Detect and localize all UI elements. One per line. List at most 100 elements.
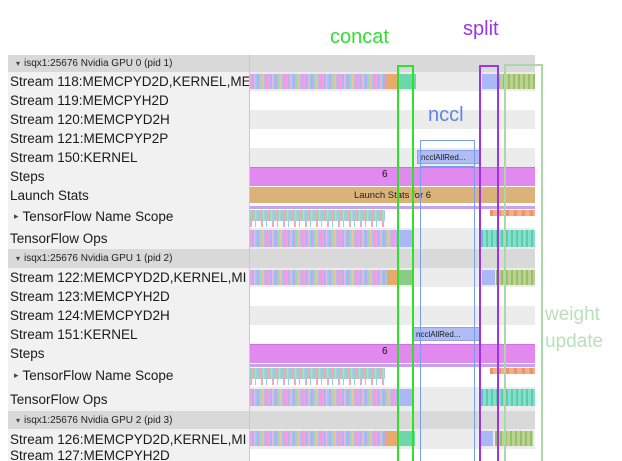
memcpy-event-bar[interactable] (387, 270, 399, 285)
ops-split-event[interactable] (400, 389, 413, 406)
name-scope-strip-bar[interactable] (250, 206, 535, 209)
weight-update-annotation-box (504, 64, 543, 461)
memcpy-event-bar[interactable] (385, 431, 400, 446)
split-event-bar[interactable] (482, 270, 495, 285)
stream-127-label[interactable]: Stream 127:MEMCPYH2D (8, 449, 250, 461)
concat-event-bar[interactable] (399, 270, 412, 285)
steps-label[interactable]: Steps (8, 344, 250, 363)
name-scope-nested-events[interactable] (250, 221, 385, 227)
collapse-triangle-icon[interactable]: ▾ (16, 59, 21, 68)
collapse-triangle-icon[interactable]: ▾ (16, 254, 21, 263)
launch-stats-track: Launch Stats for 6 (250, 186, 535, 205)
row-label-text: Stream 120:MEMCPYD2H (10, 112, 170, 127)
stream-123-label[interactable]: Stream 123:MEMCPYH2D (8, 287, 250, 306)
row-label-text: Stream 118:MEMCPYD2D,KERNEL,ME (10, 74, 250, 89)
stream-151-label[interactable]: Stream 151:KERNEL (8, 325, 250, 344)
name-scope-strip-bar[interactable] (250, 364, 535, 367)
kernel-events-bar[interactable] (250, 431, 385, 446)
memcpy-event-bar[interactable] (385, 74, 400, 89)
stream-151-track: ncclAllRed... (250, 325, 535, 344)
tf-ops-label[interactable]: TensorFlow Ops (8, 387, 250, 411)
ops-split-event[interactable] (400, 230, 413, 247)
row-label-text: Steps (10, 346, 45, 361)
nccl-annotation-box (420, 140, 475, 461)
name-scope-events-bar[interactable] (250, 368, 385, 379)
stream-127-row: Stream 127:MEMCPYH2D (0, 449, 622, 461)
stream-123-track (250, 287, 535, 306)
expand-triangle-icon[interactable]: ▸ (14, 369, 19, 380)
stream-120-label[interactable]: Stream 120:MEMCPYD2H (8, 110, 250, 129)
kernel-events-bar[interactable] (250, 74, 385, 89)
steps-label[interactable]: Steps (8, 167, 250, 186)
stream-124-row: Stream 124:MEMCPYD2H (0, 306, 622, 325)
stream-120-row: Stream 120:MEMCPYD2H (0, 110, 622, 129)
stream-121-row: Stream 121:MEMCPYP2P (0, 129, 622, 148)
tf-ops-track (250, 228, 535, 249)
stream-121-label[interactable]: Stream 121:MEMCPYP2P (8, 129, 250, 148)
stream-123-row: Stream 123:MEMCPYH2D (0, 287, 622, 306)
weight-update-line2: update (545, 331, 604, 352)
stream-118-row: Stream 118:MEMCPYD2D,KERNEL,ME (0, 72, 622, 91)
gpu0-section-header[interactable]: ▾ isqx1:25676 Nvidia GPU 0 (pid 1) (8, 55, 535, 73)
row-label-text: Stream 124:MEMCPYD2H (10, 308, 170, 323)
collapse-triangle-icon[interactable]: ▾ (16, 415, 21, 425)
step-number: 6 (382, 346, 388, 357)
steps-track: 6 (250, 167, 535, 186)
nccl-annotation-label: nccl (428, 104, 464, 126)
tf-ops-row-gpu0: TensorFlow Ops (0, 228, 622, 249)
ops-events-bar[interactable] (250, 230, 400, 247)
stream-150-row: Stream 150:KERNEL ncclAllRed... (0, 148, 622, 167)
row-label-text: TensorFlow Ops (10, 391, 108, 407)
concat-event-bar[interactable] (400, 431, 415, 446)
launch-stats-bar[interactable]: Launch Stats for 6 (250, 187, 535, 203)
row-label-text: Stream 119:MEMCPYH2D (10, 93, 169, 108)
split-annotation-box (479, 65, 499, 461)
stream-118-label[interactable]: Stream 118:MEMCPYD2D,KERNEL,ME (8, 72, 250, 91)
name-scope-row-gpu1: ▸ TensorFlow Name Scope (0, 363, 622, 387)
step-6-bar[interactable] (250, 167, 535, 186)
split-event-bar[interactable] (482, 74, 497, 89)
name-scope-row-gpu0: ▸ TensorFlow Name Scope (0, 205, 622, 228)
stream-124-label[interactable]: Stream 124:MEMCPYD2H (8, 306, 250, 325)
stream-120-track (250, 110, 535, 129)
stream-126-label[interactable]: Stream 126:MEMCPYD2D,KERNEL,MI (8, 429, 250, 449)
concat-annotation-box (397, 65, 414, 461)
stream-126-track (250, 429, 535, 449)
stream-151-row: Stream 151:KERNEL ncclAllRed... (0, 325, 622, 344)
row-label-text: Stream 122:MEMCPYD2D,KERNEL,MI (10, 270, 247, 285)
gpu2-header-label: isqx1:25676 Nvidia GPU 2 (pid 3) (24, 414, 173, 426)
stream-150-label[interactable]: Stream 150:KERNEL (8, 148, 250, 167)
expand-triangle-icon[interactable]: ▸ (14, 211, 19, 221)
stream-119-label[interactable]: Stream 119:MEMCPYH2D (8, 91, 250, 110)
row-label-text: Steps (10, 169, 45, 184)
kernel-events-bar[interactable] (250, 270, 387, 285)
weight-update-events-bar[interactable] (498, 74, 535, 89)
name-scope-nested-events[interactable] (250, 379, 385, 385)
row-label-text: TensorFlow Name Scope (22, 367, 174, 383)
launch-stats-label[interactable]: Launch Stats (8, 186, 250, 205)
tf-ops-label[interactable]: TensorFlow Ops (8, 228, 250, 249)
name-scope-events-bar[interactable] (250, 210, 385, 221)
ops-weight-update-events[interactable] (481, 230, 535, 247)
name-scope-label[interactable]: ▸ TensorFlow Name Scope (8, 363, 250, 387)
name-scope-track (250, 363, 535, 387)
row-label-text: Stream 127:MEMCPYH2D (10, 449, 170, 461)
stream-126-row: Stream 126:MEMCPYD2D,KERNEL,MI (0, 429, 622, 449)
name-scope-label[interactable]: ▸ TensorFlow Name Scope (8, 205, 250, 228)
stream-122-row: Stream 122:MEMCPYD2D,KERNEL,MI (0, 268, 622, 287)
stream-122-label[interactable]: Stream 122:MEMCPYD2D,KERNEL,MI (8, 268, 250, 287)
name-scope-right-events[interactable] (490, 368, 535, 374)
row-label-text: Stream 121:MEMCPYP2P (10, 131, 169, 146)
ops-weight-update-events[interactable] (481, 389, 535, 406)
ops-events-bar[interactable] (250, 389, 400, 406)
row-label-text: Stream 123:MEMCPYH2D (10, 289, 170, 304)
row-label-text: Launch Stats (10, 188, 89, 203)
name-scope-right-events[interactable] (490, 210, 535, 216)
step-6-bar[interactable] (250, 344, 535, 363)
gpu1-header-label: isqx1:25676 Nvidia GPU 1 (pid 2) (24, 253, 173, 264)
stream-119-track (250, 91, 535, 110)
name-scope-track (250, 205, 535, 228)
split-event-bar[interactable] (481, 431, 493, 446)
concat-annotation-label: concat (330, 26, 389, 48)
